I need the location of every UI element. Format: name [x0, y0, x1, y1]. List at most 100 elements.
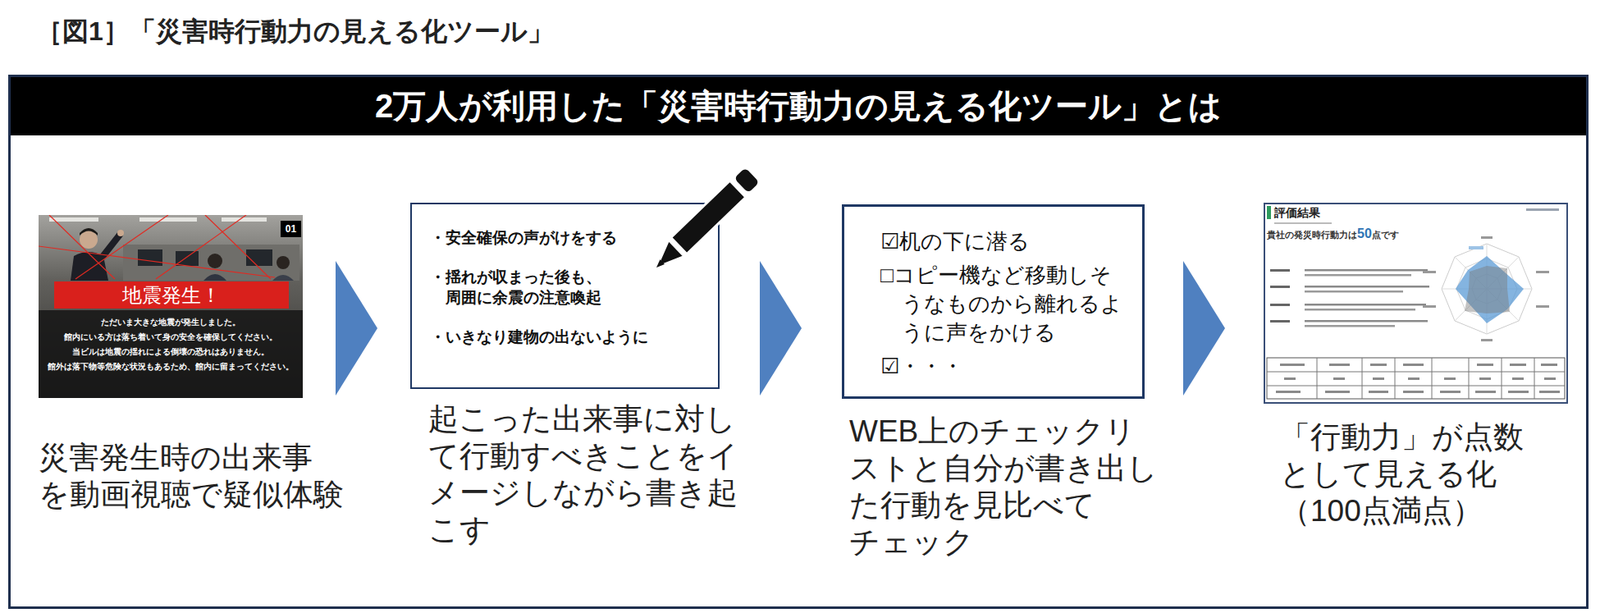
step-caption: 災害発生時の出来事 を動画視聴で疑似体験 [38, 438, 367, 513]
text-row [1270, 320, 1290, 323]
score-table [1368, 390, 1389, 394]
score-table [1372, 377, 1385, 380]
step-caption: 「行動力」が点数 として見える化 （100点満点） [1280, 418, 1584, 530]
text-row [1304, 303, 1427, 307]
result-summary: 貴社の発災時行動力は50点です [1266, 225, 1399, 243]
score-table [1275, 390, 1301, 394]
score-table [1266, 357, 1565, 399]
score-table [1325, 390, 1350, 394]
flow-arrow [759, 260, 802, 396]
checklist-item: □コピー機など移動しそ うなものから離れるよ うに声をかける [880, 260, 1128, 348]
radar-chart [1456, 258, 1518, 320]
ceiling-light [49, 217, 99, 222]
logo-mark [1526, 208, 1559, 211]
monitor [137, 249, 163, 266]
figure-title: ［図1］「災害時行動力の見える化ツール」 [36, 15, 554, 47]
pencil-icon [648, 239, 685, 276]
radar-chart [1536, 305, 1550, 308]
radar-chart [1441, 243, 1532, 334]
result-screenshot [1265, 204, 1567, 403]
text-row [1304, 274, 1412, 277]
pencil-icon [731, 165, 761, 195]
announcement-line: ただいま大きな地震が発生しました。 [38, 317, 303, 328]
result-screen: 評価結果貴社の発災時行動力は50点です「行動力」が点数 として見える化 （100… [1263, 202, 1568, 404]
checklist-box: ☑机の下に潜る □コピー機など移動しそ うなものから離れるよ うに声をかける ☑・・… [841, 204, 1145, 399]
ceiling-light [221, 217, 267, 222]
monitor [175, 251, 199, 266]
text-row [1304, 320, 1428, 323]
text-row [1304, 290, 1404, 293]
score-table [1266, 357, 1565, 399]
seated-person [207, 253, 223, 269]
office-partition [123, 244, 300, 281]
announcement-line: 館内にいる方は落ち着いて身の安全を確保してください。 [38, 332, 303, 343]
header-band: 2万人が利用した「災害時行動力の見える化ツール」とは [10, 77, 1587, 136]
radar-chart [1464, 265, 1510, 314]
score-table [1333, 377, 1345, 380]
radar-chart [1536, 270, 1550, 274]
score-table [1440, 390, 1461, 394]
video-still-photo [38, 214, 303, 398]
standing-man [70, 251, 109, 281]
radar-chart [1441, 243, 1532, 334]
score-table [1280, 363, 1305, 366]
scene-number: 01 [280, 220, 302, 238]
red-line [155, 214, 247, 279]
radar-chart [1422, 270, 1436, 274]
score-number: 50 [1357, 226, 1372, 241]
checklist-item: ☑・・・ [880, 352, 1128, 381]
radar-chart [1468, 246, 1484, 250]
pencil-icon [648, 165, 761, 276]
score-table [1403, 363, 1424, 366]
radar-chart [1472, 274, 1502, 304]
text-row [1304, 324, 1395, 328]
seated-person [203, 274, 227, 281]
text-row [1270, 285, 1290, 288]
alert-band: 地震発生！ [54, 281, 289, 309]
text-row [1270, 269, 1430, 328]
radar-chart [1422, 236, 1550, 342]
memo-item: ・いきなり建物の出ないように [429, 326, 669, 348]
sub-line [1274, 222, 1332, 224]
standing-man [101, 234, 120, 258]
summary-part: 貴社の発災時行動力は [1266, 229, 1358, 240]
heading-bar [1266, 205, 1271, 220]
video-still: 01 地震発生！ ただいま大きな地震が発生しました。館内にいる方は落ち着いて身の安全… [38, 214, 303, 398]
red-line [38, 246, 275, 278]
outer-frame: 2万人が利用した「災害時行動力の見える化ツール」とは 01 地震発生！ ただいま大きな… [8, 74, 1589, 609]
seated-person [276, 256, 290, 270]
score-table [1476, 363, 1494, 366]
radar-chart [1481, 236, 1493, 239]
score-table [1444, 377, 1456, 380]
flow-arrow [335, 260, 378, 396]
score-table [1403, 390, 1424, 394]
memo-item: ・揺れが収まった後も、 周囲に余震の注意喚起 [429, 266, 669, 308]
summary-part: 点です [1371, 229, 1399, 240]
ceiling-light [139, 217, 197, 222]
score-table [1284, 377, 1296, 380]
red-line [75, 214, 169, 279]
score-table [1544, 377, 1556, 380]
memo-box: ・安全確保の声がけをする・揺れが収まった後も、 周囲に余震の注意喚起・いきなり建… [410, 202, 720, 389]
score-table [1475, 390, 1496, 394]
result-heading: 評価結果 [1274, 205, 1321, 220]
standing-man [117, 229, 124, 237]
text-row [1304, 269, 1428, 272]
score-table [1512, 377, 1524, 380]
flow-arrow [1183, 260, 1226, 396]
text-row [1270, 303, 1290, 307]
score-table [1509, 363, 1527, 366]
red-line [205, 214, 271, 279]
pencil-icon [671, 180, 746, 255]
checklist-item: ☑机の下に潜る [880, 227, 1128, 256]
score-table [1370, 363, 1387, 366]
red-line [49, 214, 115, 279]
score-table [1540, 363, 1558, 366]
score-table [1479, 377, 1491, 380]
text-shade [38, 310, 303, 398]
score-table [1266, 357, 1565, 399]
announcement-line: 当ビルは地震の揺れによる倒壊の恐れはありません。 [38, 347, 303, 357]
radar-chart [1481, 338, 1493, 342]
video-still-photo [38, 214, 303, 398]
memo-item: ・安全確保の声がけをする [429, 227, 669, 248]
